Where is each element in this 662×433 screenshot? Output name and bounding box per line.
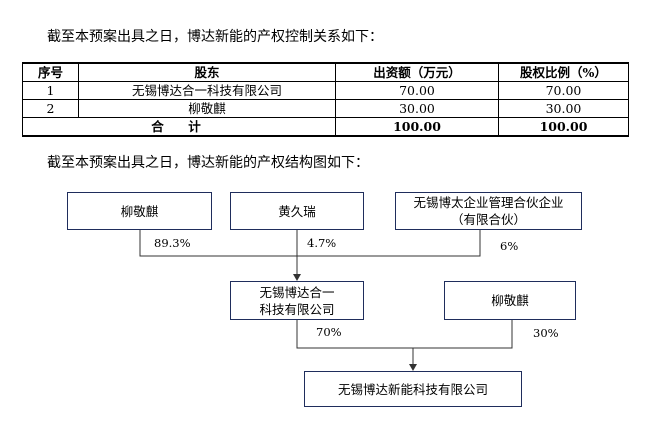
- node-wuxi-botai: 无锡博太企业管理合伙企业 （有限合伙）: [395, 192, 582, 230]
- table-total-row: 合 计 100.00 100.00: [22, 117, 629, 137]
- node-heyi-line1: 无锡博达合一: [259, 284, 335, 300]
- pct-liu: 89.3%: [154, 236, 191, 250]
- cell-holder: 无锡博达合一科技有限公司: [78, 81, 336, 100]
- node-wuxi-botai-line2: （有限合伙）: [450, 212, 526, 227]
- arrow-to-target: [409, 364, 417, 371]
- intro-paragraph: 截至本预案出具之日，博达新能的产权控制关系如下：: [47, 29, 383, 45]
- cell-ratio: 70.00: [498, 81, 629, 100]
- node-huang-label: 黄久瑞: [278, 203, 316, 219]
- node-liu-jingqi: 柳敬麒: [67, 192, 212, 230]
- pct-heyi: 70%: [316, 325, 342, 339]
- node-target-company: 无锡博达新能科技有限公司: [304, 371, 522, 407]
- structure-paragraph: 截至本预案出具之日，博达新能的产权结构图如下：: [47, 155, 369, 171]
- node-target-label: 无锡博达新能科技有限公司: [337, 381, 488, 397]
- node-liu2-label: 柳敬麒: [491, 293, 529, 308]
- node-liu-label: 柳敬麒: [120, 203, 159, 219]
- node-wuxi-heyi: 无锡博达合一 科技有限公司: [230, 281, 364, 320]
- cell-holder: 柳敬麒: [78, 99, 336, 118]
- shareholder-table: 序号 股东 出资额（万元） 股权比例（%） 1 无锡博达合一科技有限公司 70.…: [22, 62, 629, 137]
- pct-huang: 4.7%: [307, 236, 337, 250]
- col-header-ratio: 股权比例（%）: [498, 62, 629, 82]
- table-row: 1 无锡博达合一科技有限公司 70.00 70.00: [22, 81, 629, 100]
- pct-liu2: 30%: [533, 326, 559, 340]
- node-huang-jiurui: 黄久瑞: [230, 192, 364, 230]
- pct-wuxi-botai: 6%: [500, 239, 519, 253]
- mid-merge-line: [296, 320, 513, 349]
- total-label: 合 计: [22, 117, 336, 137]
- arrow-to-heyi: [293, 274, 301, 281]
- total-amount: 100.00: [335, 117, 499, 137]
- node-liu-jingqi-2: 柳敬麒: [444, 281, 576, 320]
- cell-amount: 70.00: [335, 81, 499, 100]
- node-wuxi-botai-line1: 无锡博太企业管理合伙企业: [413, 195, 564, 210]
- top-merge-line: [139, 230, 481, 257]
- node-heyi-line2: 科技有限公司: [259, 301, 335, 317]
- total-ratio: 100.00: [498, 117, 629, 137]
- cell-ratio: 30.00: [498, 99, 629, 118]
- table-row: 2 柳敬麒 30.00 30.00: [22, 99, 629, 118]
